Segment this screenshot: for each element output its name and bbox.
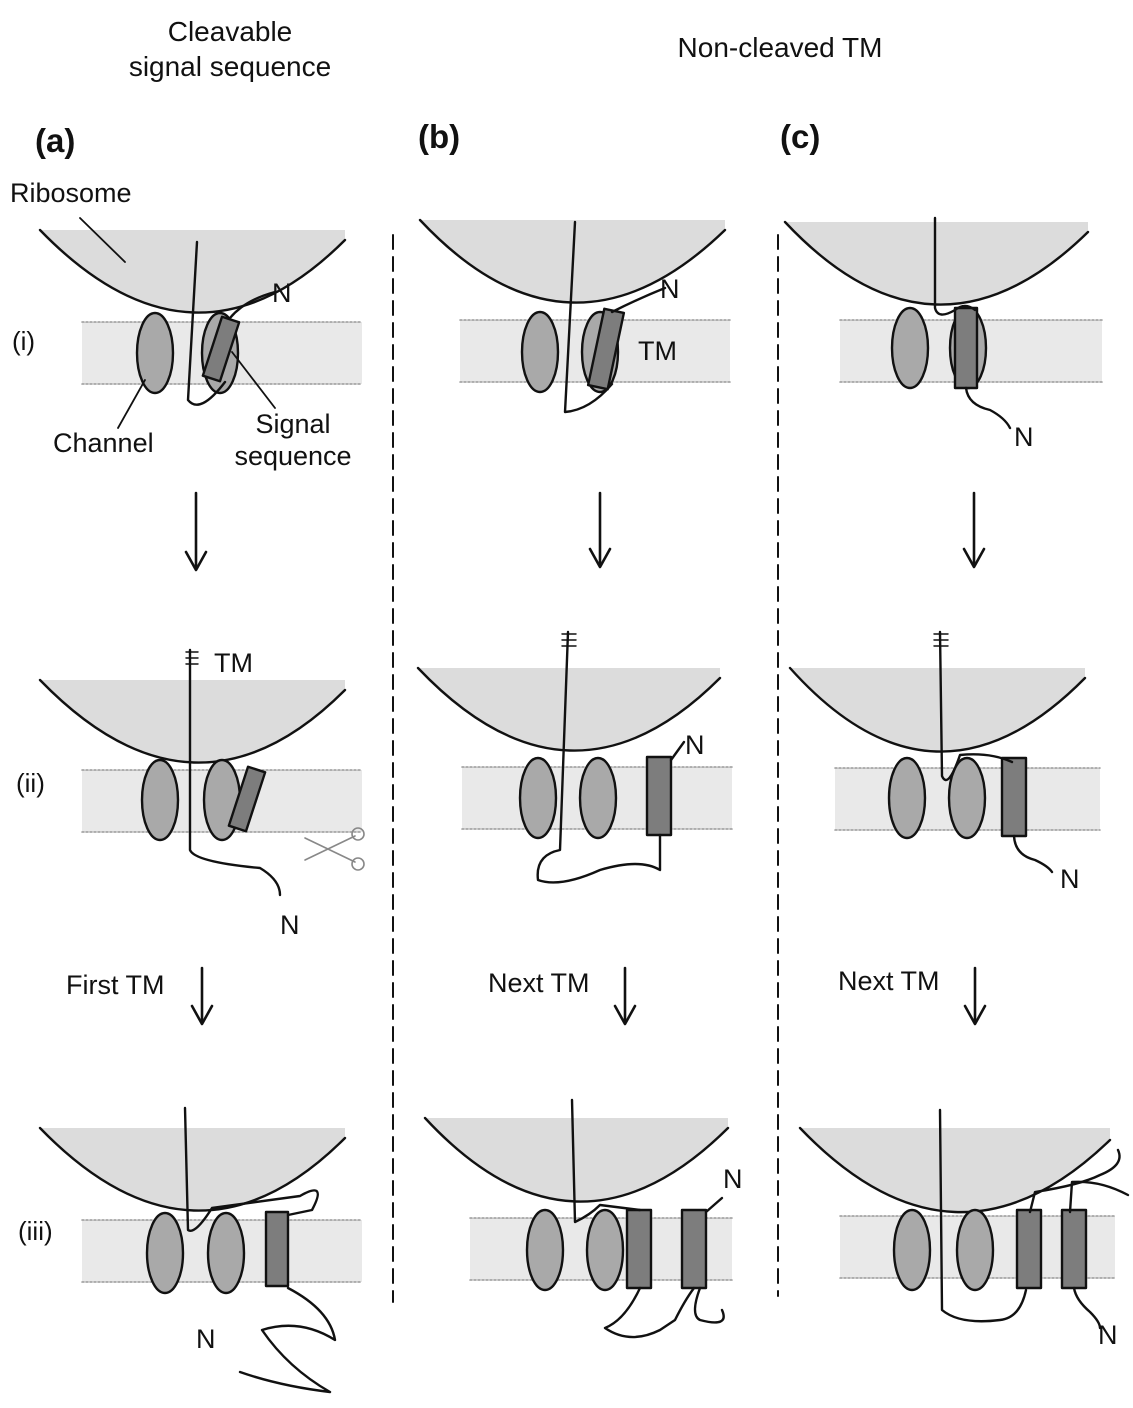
nascent-chain (240, 1288, 335, 1392)
nascent-chain (966, 388, 1010, 428)
column-header-line: signal sequence (100, 49, 360, 84)
tm-label: TM (214, 650, 253, 677)
channel (892, 308, 928, 388)
n-terminus-label: N (1098, 1322, 1118, 1349)
column-header-non-cleaved: Non-cleaved TM (630, 30, 930, 65)
channel (527, 1210, 563, 1290)
nascent-chain (695, 1288, 724, 1322)
signal-peptidase-icon (352, 858, 364, 870)
channel (957, 1210, 993, 1290)
channel (520, 758, 556, 838)
n-terminus-label: N (196, 1326, 216, 1353)
n-terminus-label: N (723, 1166, 743, 1193)
n-terminus-label: N (685, 732, 705, 759)
tm-segment (682, 1210, 706, 1288)
stage-c-i (785, 218, 1102, 428)
nascent-chain (605, 1288, 694, 1337)
n-terminus-label: N (1060, 866, 1080, 893)
tm-segment (647, 757, 671, 835)
channel (522, 312, 558, 392)
signal-sequence-label: Signal sequence (218, 408, 368, 473)
panel-label-a: (a) (35, 124, 75, 157)
signal-peptidase-icon (305, 836, 355, 862)
stage-b-iii (425, 1100, 732, 1337)
tm-segment (1002, 758, 1026, 836)
stage-c-ii (790, 632, 1100, 872)
channel (208, 1213, 244, 1293)
column-header-line: Cleavable (100, 14, 360, 49)
pointer-line (118, 380, 145, 428)
step-label-first-tm: First TM (66, 972, 164, 999)
stage-b-i (420, 220, 730, 412)
panel-label-c: (c) (780, 120, 820, 153)
nascent-chain (1074, 1288, 1100, 1328)
n-terminus-label: N (280, 912, 300, 939)
row-label-ii: (ii) (16, 770, 45, 796)
channel (587, 1210, 623, 1290)
step-label-next-tm: Next TM (838, 968, 940, 995)
n-terminus-label: N (272, 280, 292, 307)
channel (580, 758, 616, 838)
channel (147, 1213, 183, 1293)
stage-a-ii (40, 650, 364, 895)
stage-a-i (40, 218, 362, 428)
row-label-i: (i) (12, 328, 35, 354)
tm-label: TM (638, 338, 677, 365)
nascent-chain (1070, 1182, 1128, 1212)
n-terminus-label: N (660, 276, 680, 303)
row-label-iii: (iii) (18, 1218, 53, 1244)
tm-segment (955, 308, 977, 388)
tm-segment (266, 1212, 288, 1286)
signal-sequence-line: Signal (218, 408, 368, 440)
signal-sequence-line: sequence (218, 440, 368, 472)
step-label-next-tm: Next TM (488, 970, 590, 997)
nascent-chain (706, 1198, 722, 1212)
channel-label: Channel (53, 430, 154, 457)
ribosome-label: Ribosome (10, 180, 132, 207)
stage-c-iii (800, 1110, 1128, 1328)
nascent-chain (1014, 836, 1052, 872)
n-terminus-label: N (1014, 424, 1034, 451)
tm-segment (1062, 1210, 1086, 1288)
channel (894, 1210, 930, 1290)
tm-segment (1017, 1210, 1041, 1288)
channel (137, 313, 173, 393)
channel (142, 760, 178, 840)
channel (889, 758, 925, 838)
tm-segment (627, 1210, 651, 1288)
panel-label-b: (b) (418, 120, 460, 153)
column-header-cleavable: Cleavable signal sequence (100, 14, 360, 84)
nascent-chain (671, 742, 684, 760)
